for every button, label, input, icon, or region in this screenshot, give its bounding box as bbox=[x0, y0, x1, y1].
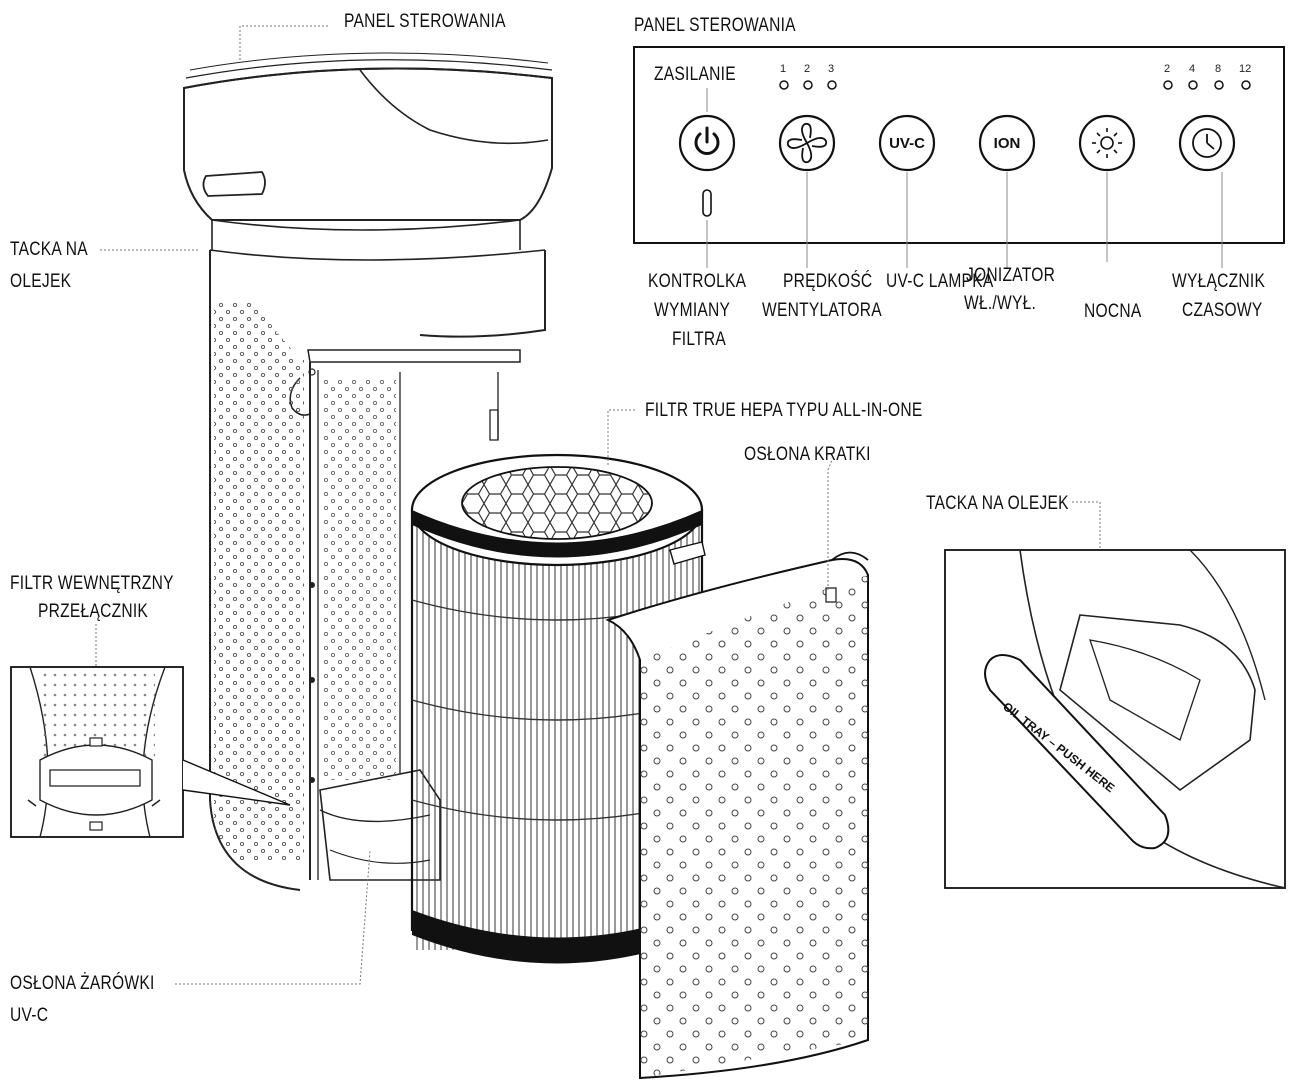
uvc-button[interactable]: UV-C bbox=[878, 114, 936, 172]
clock-icon bbox=[1192, 128, 1222, 158]
internal-filter-inset bbox=[10, 666, 291, 838]
label-hepa-filter: FILTR TRUE HEPA TYPU ALL-IN-ONE bbox=[645, 400, 923, 421]
sun-icon bbox=[1092, 128, 1122, 158]
fan-speed-indicator-1: 1 bbox=[780, 63, 787, 75]
caption-ionizer-1: JONIZATOR bbox=[966, 265, 1056, 286]
perforated-grille bbox=[214, 300, 304, 860]
fan-speed-button[interactable] bbox=[778, 114, 836, 172]
grille-cover bbox=[605, 551, 869, 1080]
label-uvc-bulb-cover-1: OSŁONA ŻARÓWKI bbox=[10, 973, 155, 994]
label-uvc-bulb-cover-2: UV-C bbox=[10, 1005, 49, 1026]
filter-light bbox=[702, 189, 712, 217]
purifier-body bbox=[183, 52, 553, 891]
caption-ionizer-2: WŁ./WYŁ. bbox=[964, 293, 1037, 314]
timer-indicator-8: 8 bbox=[1215, 63, 1222, 75]
label-grille-cover: OSŁONA KRATKI bbox=[744, 444, 871, 465]
oil-tray-inset: OIL TRAY – PUSH HERE bbox=[944, 549, 1286, 889]
panel-leader-lines bbox=[706, 88, 1223, 268]
ion-button-label: ION bbox=[994, 135, 1021, 152]
timer-indicator-2: 2 bbox=[1164, 63, 1171, 75]
inner-perforation bbox=[322, 380, 396, 780]
fan-speed-indicator-2: 2 bbox=[804, 63, 811, 75]
night-light-button[interactable] bbox=[1078, 114, 1136, 172]
caption-night: NOCNA bbox=[1084, 301, 1142, 322]
caption-filter-light-2: WYMIANY bbox=[654, 300, 731, 321]
label-panel-inset: PANEL STEROWANIA bbox=[634, 15, 796, 36]
control-panel-box bbox=[633, 46, 1285, 244]
caption-timer-2: CZASOWY bbox=[1182, 300, 1263, 321]
label-internal-filter-2: PRZEŁĄCZNIK bbox=[38, 601, 149, 622]
uvc-button-label: UV-C bbox=[889, 135, 925, 152]
label-internal-filter-1: FILTR WEWNĘTRZNY bbox=[10, 573, 174, 594]
caption-filter-light-3: FILTRA bbox=[672, 329, 726, 350]
timer-indicator-4: 4 bbox=[1189, 63, 1196, 75]
caption-filter-light-1: KONTROLKA bbox=[648, 271, 747, 292]
label-oil-tray-left-2: OLEJEK bbox=[10, 271, 72, 292]
label-oil-tray-right: TACKA NA OLEJEK bbox=[926, 493, 1069, 514]
caption-fan-speed-2: WENTYLATORA bbox=[762, 300, 882, 321]
caption-uvc-lamp: UV-C LAMPKA bbox=[886, 271, 994, 292]
fan-speed-indicator-3: 3 bbox=[828, 63, 835, 75]
power-button[interactable] bbox=[678, 114, 736, 172]
power-icon bbox=[694, 126, 720, 155]
label-oil-tray-left-1: TACKA NA bbox=[10, 239, 88, 260]
ion-button[interactable]: ION bbox=[978, 114, 1036, 172]
power-label: ZASILANIE bbox=[654, 64, 736, 85]
fan-icon bbox=[786, 122, 828, 164]
caption-timer-1: WYŁĄCZNIK bbox=[1172, 271, 1266, 292]
label-panel-top: PANEL STEROWANIA bbox=[344, 11, 506, 32]
timer-indicator-12: 12 bbox=[1239, 63, 1252, 75]
caption-fan-speed-1: PRĘDKOŚĆ bbox=[783, 271, 873, 292]
timer-button[interactable] bbox=[1178, 114, 1236, 172]
